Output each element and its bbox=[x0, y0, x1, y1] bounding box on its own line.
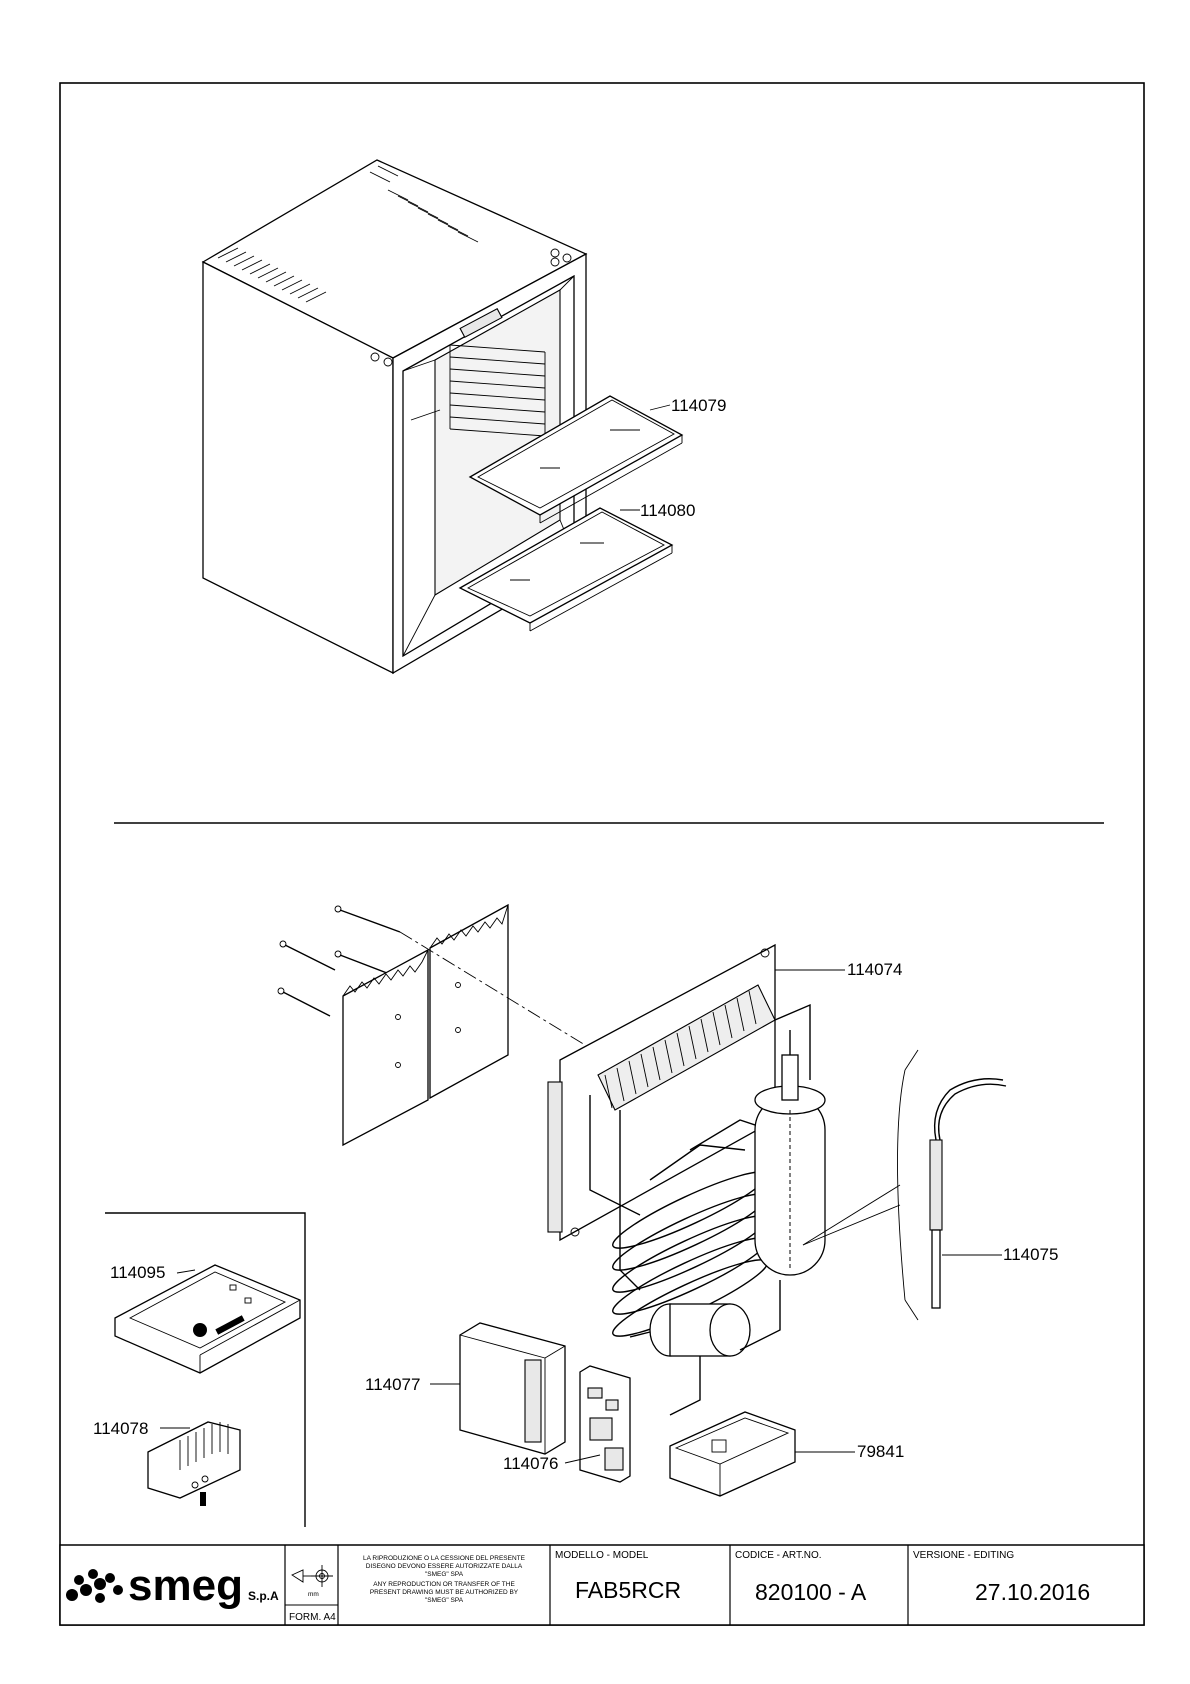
heat-sink-plates bbox=[342, 903, 509, 1147]
drip-tray bbox=[669, 1411, 796, 1497]
version-value: 27.10.2016 bbox=[975, 1579, 1090, 1605]
reproduction-notice: LA RIPRODUZIONE O LA CESSIONE DEL PRESEN… bbox=[363, 1555, 526, 1604]
heat-sink-bracket bbox=[147, 1421, 241, 1506]
svg-text:PRESENT DRAWING MUST BE AUTHOR: PRESENT DRAWING MUST BE AUTHORIZED BY bbox=[370, 1589, 519, 1596]
shelf-lower bbox=[458, 507, 674, 632]
heater-element bbox=[802, 1049, 1007, 1321]
svg-text:smeg: smeg bbox=[128, 1561, 243, 1610]
svg-text:LA RIPRODUZIONE O LA CESSIONE: LA RIPRODUZIONE O LA CESSIONE DEL PRESEN… bbox=[363, 1555, 526, 1562]
part-label-114078: 114078 bbox=[93, 1419, 148, 1438]
model-value: FAB5RCR bbox=[575, 1577, 681, 1603]
electronics-housing bbox=[459, 1322, 566, 1455]
leader-114076 bbox=[564, 1454, 601, 1464]
svg-text:"SMEG" SPA: "SMEG" SPA bbox=[425, 1597, 464, 1604]
part-label-114077: 114077 bbox=[365, 1375, 420, 1394]
part-label-79841: 79841 bbox=[857, 1442, 904, 1461]
part-label-114079: 114079 bbox=[671, 396, 726, 415]
control-panel bbox=[114, 1264, 301, 1374]
smeg-logo: smeg S.p.A bbox=[66, 1561, 279, 1610]
shelf-upper bbox=[468, 395, 684, 524]
model-label: MODELLO - MODEL bbox=[555, 1550, 649, 1561]
projection-symbol: mm bbox=[291, 1565, 333, 1598]
assembly-axis bbox=[399, 931, 586, 1046]
sheet-format: FORM. A4 bbox=[289, 1612, 336, 1623]
code-label: CODICE - ART.NO. bbox=[735, 1550, 822, 1561]
title-block: smeg S.p.A mm FORM. A4 LA RIPRODUZIONE O… bbox=[59, 1544, 1145, 1626]
control-board bbox=[579, 1365, 631, 1483]
part-label-114076: 114076 bbox=[503, 1454, 558, 1473]
svg-text:mm: mm bbox=[308, 1591, 319, 1598]
svg-text:"SMEG" SPA: "SMEG" SPA bbox=[425, 1571, 464, 1578]
version-label: VERSIONE - EDITING bbox=[913, 1550, 1014, 1561]
part-label-114075: 114075 bbox=[1003, 1245, 1058, 1264]
code-value: 820100 - A bbox=[755, 1579, 867, 1605]
svg-text:ANY REPRODUCTION OR TRANSFER O: ANY REPRODUCTION OR TRANSFER OF THE bbox=[373, 1581, 515, 1588]
leader-114079 bbox=[649, 404, 671, 411]
inset-frame bbox=[105, 1212, 306, 1527]
leader-114095 bbox=[176, 1269, 196, 1274]
svg-text:DISEGNO DEVONO ESSERE AUTORIZZ: DISEGNO DEVONO ESSERE AUTORIZZATE DALLA bbox=[366, 1563, 523, 1570]
cooling-unit bbox=[547, 943, 826, 1416]
part-label-114074: 114074 bbox=[847, 960, 902, 979]
svg-text:S.p.A: S.p.A bbox=[248, 1589, 279, 1603]
part-label-114095: 114095 bbox=[110, 1263, 165, 1282]
part-label-114080: 114080 bbox=[640, 501, 695, 520]
